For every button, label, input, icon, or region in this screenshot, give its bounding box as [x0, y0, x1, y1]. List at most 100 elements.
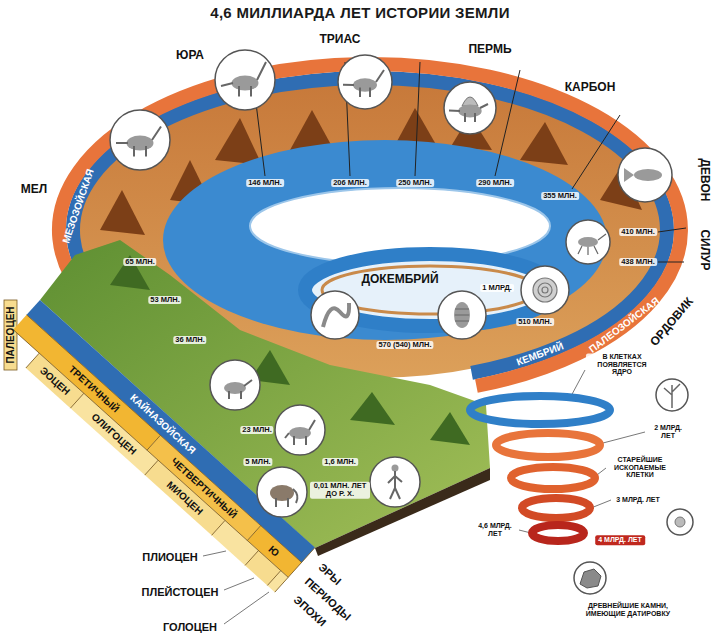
coil-turn	[532, 525, 584, 541]
date-label: 4 МЛРД. ЛЕТ	[595, 535, 645, 545]
medallion	[210, 360, 260, 410]
period-label: ПЕРМЬ	[468, 43, 511, 56]
medallion	[311, 291, 359, 339]
rock-medallion	[574, 562, 606, 594]
fish-tail	[624, 168, 634, 182]
fish-medallion	[618, 148, 672, 202]
epoch-strip	[26, 353, 84, 408]
triassic-medallion	[338, 55, 392, 109]
animal-body	[289, 427, 311, 439]
rock	[580, 569, 601, 588]
medallion	[521, 266, 569, 314]
medallion	[257, 467, 307, 517]
medallion	[656, 379, 688, 411]
sea	[163, 140, 607, 340]
early-earth-coil	[470, 396, 610, 541]
date-label: 23 МЛН.	[240, 426, 273, 434]
date-label: 410 МЛН.	[619, 228, 657, 236]
date-label: 355 МЛН.	[541, 192, 579, 200]
date-label: 250 МЛН.	[396, 179, 434, 187]
period-label: СИЛУР	[697, 229, 710, 270]
date-label: 0,01 МЛН. ЛЕТ ДО Р. Х.	[310, 482, 370, 499]
human-figure	[388, 471, 402, 499]
cell-medallion	[667, 509, 693, 535]
rhino-medallion	[210, 360, 260, 410]
worm-medallion	[311, 291, 359, 339]
period-label: ТРИАС	[320, 33, 361, 46]
note-label: 4,6 МЛРД. ЛЕТ	[472, 522, 518, 537]
medallion	[215, 50, 275, 110]
boundary-tick	[572, 115, 620, 189]
strip-label: ПАЛЕОЦЕН	[5, 306, 16, 363]
period-label: КАРБОН	[565, 81, 616, 94]
permian-medallion	[444, 82, 496, 134]
plant	[664, 384, 680, 408]
date-label: 53 МЛН.	[148, 296, 181, 304]
note-label: 2 МЛРД. ЛЕТ	[645, 424, 691, 439]
mountain	[350, 392, 395, 425]
trilobite-medallion	[438, 291, 486, 339]
date-label: 1 МЛРД.	[480, 284, 514, 292]
fish-body	[634, 169, 662, 181]
precambrian-coil	[305, 254, 555, 326]
axis-label: ПЛЕЙСТОЦЕН	[142, 586, 219, 598]
time-strips	[0, 300, 315, 592]
leader-lines	[203, 370, 645, 624]
mountain	[100, 190, 145, 235]
note-label: СТАРЕЙШИЕ ИСКОПАЕМЫЕ КЛЕТКИ	[607, 456, 673, 479]
mountain	[215, 118, 262, 165]
note-label: ДРЕВНЕЙШИЕ КАМНИ, ИМЕЮЩИЕ ДАТИРОВКУ	[576, 602, 680, 617]
animal-limbs	[229, 380, 252, 399]
crustacean-body	[578, 237, 598, 247]
animal-body	[127, 136, 154, 151]
boundary-tick	[415, 62, 420, 176]
leader-line	[603, 432, 645, 443]
animal-limbs	[343, 70, 384, 97]
leader-line	[224, 592, 269, 624]
worm	[323, 303, 349, 327]
cell	[675, 517, 685, 527]
animal-limbs	[116, 127, 161, 157]
date-label: 146 МЛН.	[246, 179, 284, 187]
medallion	[370, 457, 420, 507]
note-label: В КЛЕТКАХ ПОЯВЛЯЕТСЯ ЯДРО	[586, 353, 658, 376]
trilobite-body	[454, 302, 470, 328]
note-label: 3 МЛРД. ЛЕТ	[613, 496, 663, 504]
axis-label: ПЛИОЦЕН	[142, 551, 197, 563]
date-label: 5 МЛН.	[243, 458, 272, 466]
axis-label: ГОЛОЦЕН	[163, 621, 217, 633]
date-label: 290 МЛН.	[476, 179, 514, 187]
leader-line	[591, 500, 611, 508]
dinosaur-medallion	[110, 110, 170, 170]
period-strip	[13, 315, 160, 450]
date-label: 510 МЛН.	[516, 318, 554, 326]
human-head	[392, 465, 399, 472]
coil-turn	[522, 498, 590, 518]
coil-turn	[470, 396, 610, 424]
ammonite-whorl	[538, 283, 552, 297]
leader-line	[224, 578, 254, 590]
epoch-box	[4, 300, 17, 370]
era-strip	[27, 300, 315, 562]
boundary-tick	[658, 228, 686, 232]
medallion	[566, 220, 610, 264]
animal-body	[458, 105, 481, 118]
mammoth-medallion	[257, 467, 307, 517]
ammonite-shell	[533, 278, 557, 302]
trilobite-segments	[455, 309, 469, 321]
period-label: ДЕВОН	[697, 159, 710, 202]
medallion	[338, 55, 392, 109]
coil-turn	[496, 433, 600, 457]
coil-turn	[511, 467, 595, 489]
strip-dividers	[0, 300, 315, 592]
fossil-medallions	[110, 50, 693, 594]
animal-limbs	[276, 489, 297, 507]
date-label: 1,6 МЛН.	[322, 458, 358, 466]
boundary-ticks	[255, 62, 686, 262]
date-label: 206 МЛН.	[331, 179, 369, 187]
leader-line	[203, 551, 226, 556]
date-label: 65 МЛН.	[123, 258, 156, 266]
medallion	[275, 405, 325, 455]
plant-medallion	[656, 379, 688, 411]
